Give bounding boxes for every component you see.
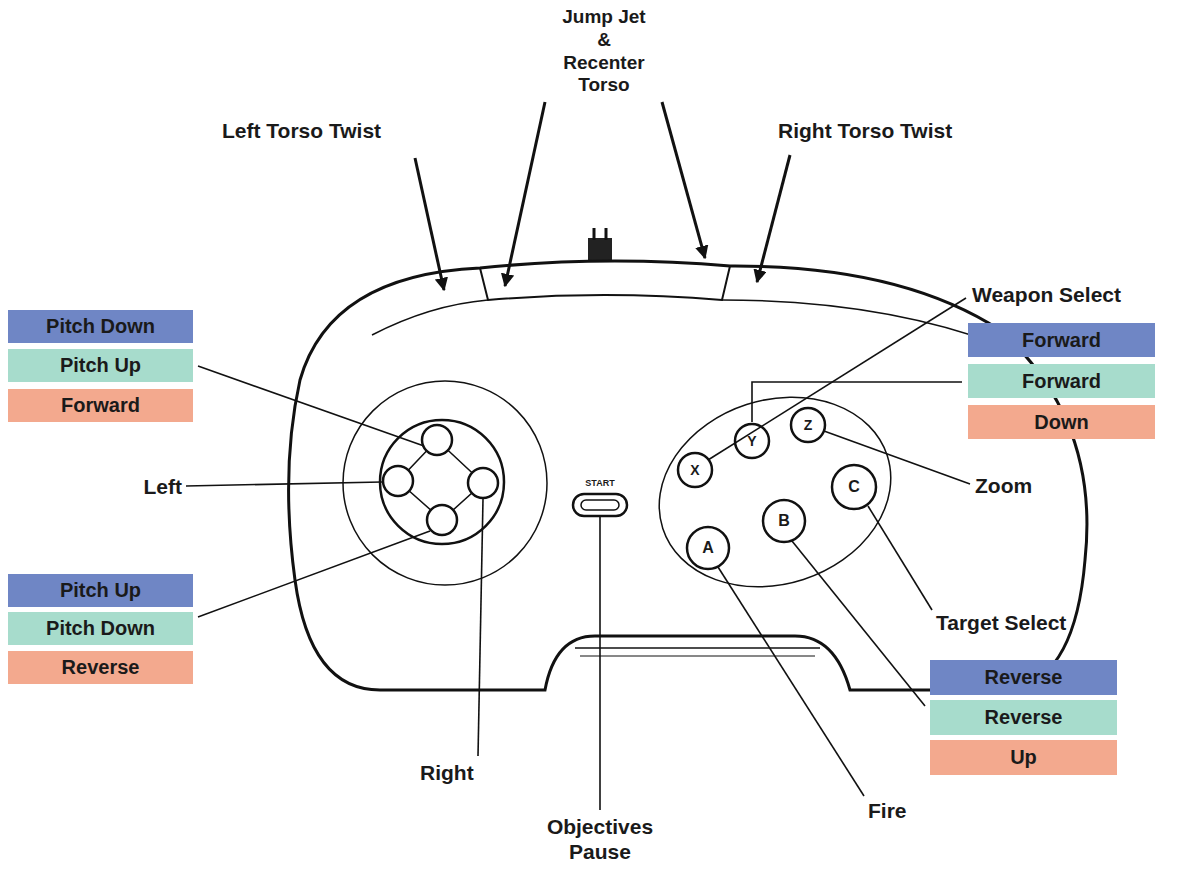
leader-line <box>824 431 970 484</box>
leader-line <box>792 541 925 706</box>
dpad-ring <box>343 381 547 585</box>
leader-line <box>752 382 962 422</box>
button-letter: A <box>702 539 714 557</box>
pointer-arrow <box>415 158 444 290</box>
control-label: Left <box>100 474 182 499</box>
pointer-arrow <box>505 102 545 286</box>
mode-action-box: Forward <box>968 323 1155 357</box>
control-label: Right <box>420 760 540 785</box>
button-x <box>678 453 712 487</box>
button-a <box>687 527 729 569</box>
mode-action-box: Reverse <box>930 700 1117 735</box>
leader-line <box>718 567 864 796</box>
start-button <box>581 500 619 510</box>
button-letter: B <box>778 512 790 530</box>
control-label: Objectives Pause <box>530 814 670 864</box>
leader-line <box>599 517 601 810</box>
action-text: Up <box>1010 746 1037 769</box>
action-text: Forward <box>1022 329 1101 352</box>
button-c <box>832 465 876 509</box>
mode-action-box: Reverse <box>8 651 193 684</box>
button-letter: X <box>690 462 699 478</box>
action-text: Pitch Down <box>46 617 155 640</box>
control-label: Right Torso Twist <box>778 118 1008 143</box>
action-text: Reverse <box>985 706 1063 729</box>
mode-action-box: Forward <box>968 364 1155 398</box>
button-letter: Y <box>747 433 756 449</box>
control-label: Left Torso Twist <box>222 118 442 143</box>
action-text: Down <box>1034 411 1088 434</box>
button-letter: Z <box>804 417 813 433</box>
control-label: Zoom <box>975 473 1075 498</box>
mode-action-box: Pitch Down <box>8 310 193 343</box>
mode-action-box: Pitch Up <box>8 574 193 607</box>
top-hump <box>480 266 730 300</box>
action-text: Forward <box>1022 370 1101 393</box>
control-label: Fire <box>868 798 968 823</box>
pointer-arrow <box>757 155 790 282</box>
mode-action-box: Down <box>968 405 1155 439</box>
shoulder-line <box>372 300 488 335</box>
dpad-left <box>383 466 413 496</box>
mode-action-box: Forward <box>8 389 193 422</box>
cable <box>605 228 608 240</box>
button-y <box>735 424 769 458</box>
leader-line <box>198 531 430 617</box>
dpad-down <box>427 505 457 535</box>
action-text: Forward <box>61 394 140 417</box>
start-button <box>573 494 627 516</box>
dpad-base <box>380 420 504 544</box>
dpad-right <box>468 468 498 498</box>
button-area <box>634 368 915 616</box>
leader-line <box>478 499 483 756</box>
leader-line <box>868 506 932 610</box>
button-z <box>791 408 825 442</box>
mode-action-box: Pitch Up <box>8 349 193 382</box>
shoulder-line <box>722 300 1000 345</box>
leader-lines <box>186 298 970 810</box>
control-label: Jump Jet & Recenter Torso <box>555 6 653 97</box>
leader-line <box>198 366 424 446</box>
button-letter: C <box>848 478 860 496</box>
action-text: Pitch Up <box>60 354 141 377</box>
action-text: Pitch Up <box>60 579 141 602</box>
button-letter: START <box>585 478 614 488</box>
control-label: Weapon Select <box>972 282 1172 307</box>
pointer-arrow <box>662 102 705 258</box>
mode-action-box: Reverse <box>930 660 1117 695</box>
control-label: Target Select <box>936 610 1166 635</box>
leader-line <box>186 482 382 486</box>
grip-line <box>575 647 820 649</box>
mode-action-box: Pitch Down <box>8 612 193 645</box>
dpad-up <box>422 425 452 455</box>
action-text: Pitch Down <box>46 315 155 338</box>
action-text: Reverse <box>985 666 1063 689</box>
mode-action-box: Up <box>930 740 1117 775</box>
cable <box>593 228 596 240</box>
grip-line <box>580 656 815 657</box>
button-b <box>763 500 805 542</box>
action-text: Reverse <box>62 656 140 679</box>
